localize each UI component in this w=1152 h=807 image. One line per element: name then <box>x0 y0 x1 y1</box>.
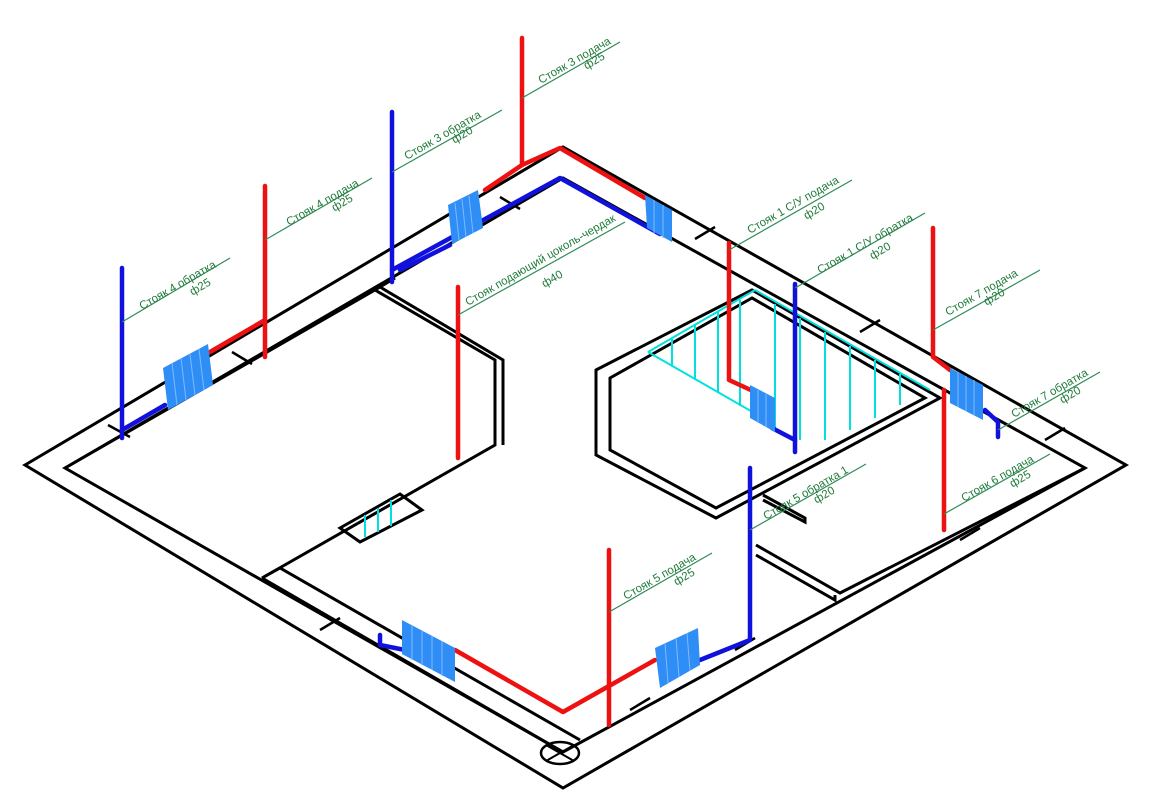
right-room-wall <box>755 466 1086 595</box>
riser-label: Стояк 5 обратка 1 <box>762 464 851 522</box>
pipe-3-supply-branch <box>519 145 648 201</box>
label-riser-5-supply: Стояк 5 подача ф25 <box>608 551 713 613</box>
label-riser-1-return: Стояк 1 С/У обратка ф20 <box>794 212 926 289</box>
riser-labels: Стояк 3 подача ф25 Стояк 3 обратка ф20 С… <box>121 35 1101 613</box>
radiator-icon <box>950 368 983 420</box>
stair-hatch-large <box>647 289 931 440</box>
label-main-riser: Стояк подающий цоколь-чердак ф40 <box>457 212 626 316</box>
riser-label: Стояк подающий цоколь-чердак <box>464 212 619 308</box>
pipe-3-return-branch-2 <box>397 242 453 273</box>
stair-room-outer <box>594 288 944 520</box>
radiator-icon <box>655 628 700 688</box>
pipes <box>119 35 1001 728</box>
front-room-wall <box>261 576 564 754</box>
label-riser-3-supply: Стояк 3 подача ф25 <box>521 35 621 99</box>
front-room-wall-2 <box>261 566 581 742</box>
pipe-5-supply-branch <box>452 647 658 715</box>
circle-cross-icon <box>539 740 581 766</box>
label-riser-4-return: Стояк 4 обратка ф25 <box>121 257 231 323</box>
radiator-icon <box>645 195 672 242</box>
pipe-4-return-branch <box>119 402 168 433</box>
radiator-icon <box>402 620 455 682</box>
riser-label: Стояк 1 С/У обратка <box>816 212 916 277</box>
label-riser-3-return: Стояк 3 обратка ф20 <box>391 109 503 173</box>
stair-hatch-small <box>364 500 392 537</box>
left-room-wall-inner <box>379 285 505 445</box>
pipe-riser-1-supply <box>726 240 758 395</box>
pipe-3-return-branch <box>389 175 663 273</box>
radiator-icon <box>448 190 483 244</box>
radiator-icon <box>163 344 213 410</box>
walls <box>22 145 1130 790</box>
label-riser-4-supply: Стояк 4 подача ф25 <box>264 177 373 241</box>
label-riser-7-supply: Стояк 7 подача ф20 <box>932 267 1041 331</box>
riser-diameter: ф40 <box>540 269 565 291</box>
pipe-1-return-branch <box>769 425 798 443</box>
riser-label: Стояк 1 С/У подача <box>746 174 842 236</box>
pipe-riser-7-return <box>982 407 1001 440</box>
radiators <box>163 190 983 688</box>
left-room-wall <box>64 288 497 580</box>
pipe-riser-5-return <box>697 465 753 663</box>
outer-wall-outer <box>22 145 1130 790</box>
label-riser-1-supply: Стояк 1 С/У подача ф20 <box>728 174 853 251</box>
pipe-riser-3-supply <box>482 35 525 193</box>
pipe-5-return-left <box>377 632 408 653</box>
label-riser-6-supply: Стояк 6 подача ф25 <box>943 453 1051 515</box>
riser-label: Стояк 7 подача <box>944 267 1021 318</box>
radiator-icon <box>750 385 775 432</box>
right-room-wall-2 <box>755 553 837 603</box>
pipe-riser-7-supply <box>930 225 953 373</box>
small-stair-box <box>337 492 425 544</box>
pipe-4-supply-branch <box>207 317 268 355</box>
